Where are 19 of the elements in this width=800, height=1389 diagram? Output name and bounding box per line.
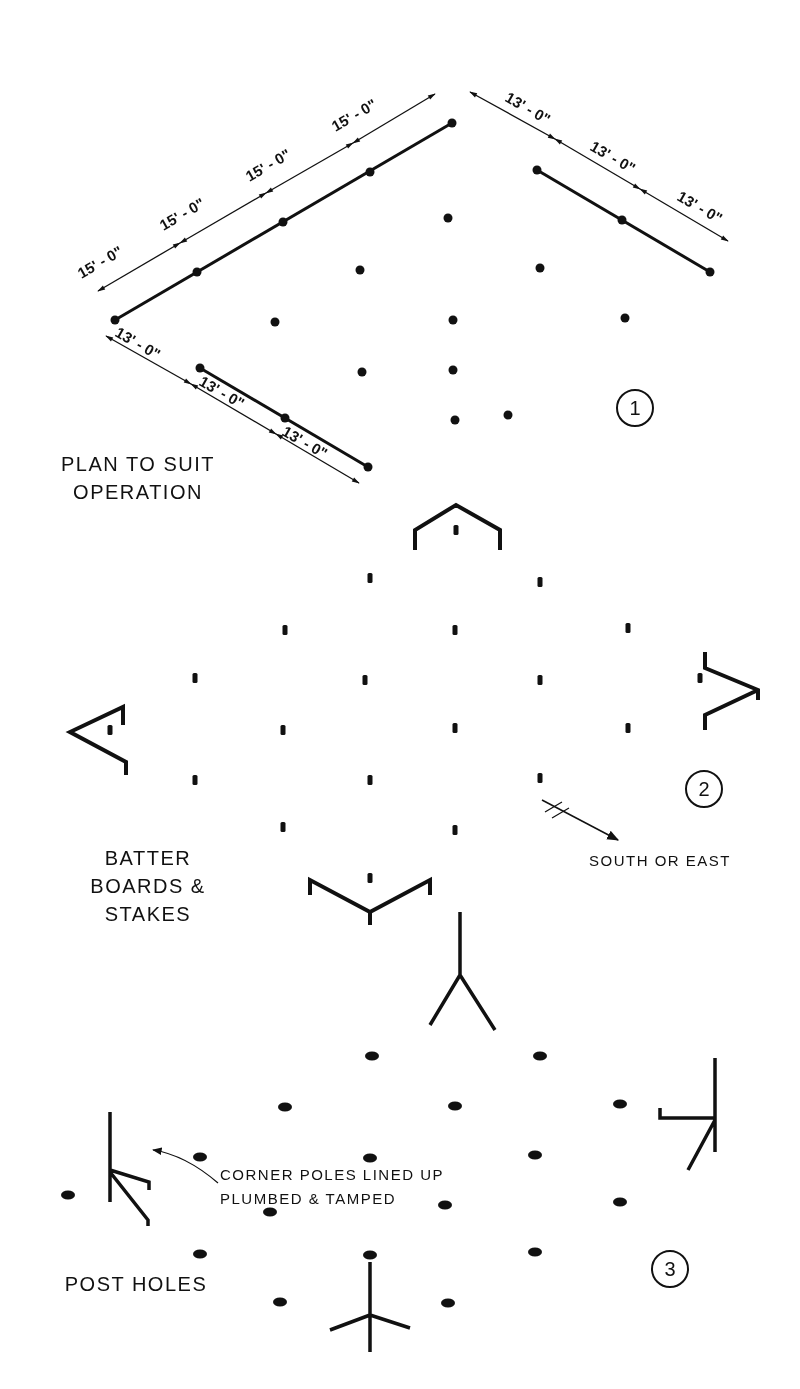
direction-label: SOUTH OR EAST	[589, 851, 731, 869]
section-heading: POST HOLES	[63, 1272, 209, 1297]
note-text: CORNER POLES LINED UP PLUMBED & TAMPED	[220, 1163, 470, 1211]
dimension-label: 13' - 0"	[587, 137, 639, 177]
dimension-label: 13' - 0"	[502, 88, 554, 128]
dimension-label: 15' - 0"	[328, 95, 380, 135]
dimension-label: 13' - 0"	[196, 372, 248, 412]
section-heading: PLAN TO SUIT OPERATION	[60, 452, 216, 505]
dimension-label: 15' - 0"	[74, 242, 126, 282]
callout-number: 3	[651, 1250, 689, 1288]
dimension-label: 13' - 0"	[112, 323, 164, 363]
leader-line	[152, 1147, 219, 1184]
dimension-label: 15' - 0"	[242, 145, 294, 185]
dimension-label: 15' - 0"	[156, 194, 208, 234]
section-heading: BATTER BOARDS & STAKES	[89, 846, 207, 927]
dimension-label: 13' - 0"	[279, 422, 331, 462]
dimension-label: 13' - 0"	[674, 187, 726, 227]
callout-number: 2	[685, 770, 723, 808]
callout-number: 1	[616, 389, 654, 427]
